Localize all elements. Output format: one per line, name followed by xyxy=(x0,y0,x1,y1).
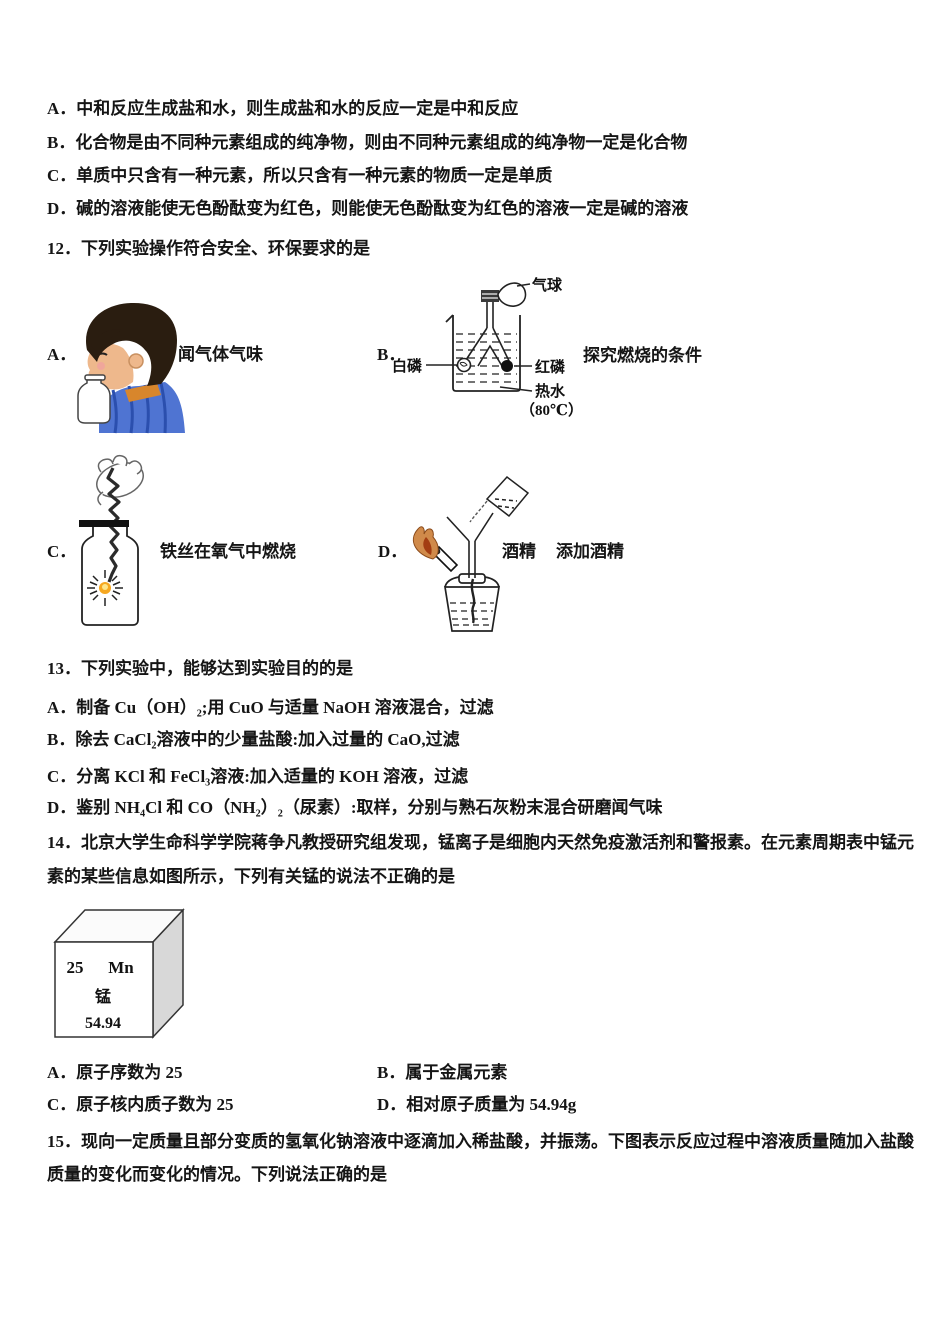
add-alcohol-label: 添加酒精 xyxy=(556,542,624,561)
q13-option-d: D．鉴别 NH₄Cl 和 CO（NH₂）₂（尿素）:取样，分别与熟石灰粉末混合研… xyxy=(47,798,663,817)
flask xyxy=(463,302,511,367)
spark-inner xyxy=(102,584,108,590)
combustion-apparatus-illustration: 气球 白磷 红磷 热水 （80℃） xyxy=(392,276,583,419)
element-name: 锰 xyxy=(95,987,111,1006)
q14-stem-line2: 素的某些信息如图所示，下列有关锰的说法不正确的是 xyxy=(47,867,455,886)
hot-water-leader xyxy=(499,386,533,392)
alcohol-label: 酒精 xyxy=(502,542,536,561)
gas-bottle xyxy=(77,374,111,424)
q14-stem-line1: 14．北京大学生命科学学院蒋争凡教授研究组发现，锰离子是细胞内天然免疫激活剂和警… xyxy=(47,833,914,852)
iron-wire-burning-illustration xyxy=(79,454,144,626)
atomic-number: 25 xyxy=(67,958,84,977)
q12-option-a-caption: 闻气体气味 xyxy=(178,345,263,364)
collection-bottle xyxy=(81,527,139,626)
q12-option-b-label: B． xyxy=(377,345,406,364)
balloon-label: 气球 xyxy=(531,276,563,294)
q15-stem-line1: 15．现向一定质量且部分变质的氢氧化钠溶液中逐滴加入稀盐酸，并振荡。下图表示反应… xyxy=(47,1132,914,1151)
q14-option-d: D．相对原子质量为 54.94g xyxy=(377,1095,577,1114)
q12-option-c-caption: 铁丝在氧气中燃烧 xyxy=(160,542,296,561)
wick xyxy=(470,578,476,624)
smelling-gas-illustration xyxy=(77,302,185,434)
red-phosphorus-dot xyxy=(501,360,513,372)
pouring-beaker xyxy=(485,475,530,518)
q12-option-c-label: C． xyxy=(47,542,77,561)
hand xyxy=(96,454,144,506)
q11-option-b: B．化合物是由不同种元素组成的纯净物，则由不同种元素组成的纯净物一定是化合物 xyxy=(47,133,688,152)
stopper xyxy=(481,290,499,302)
beaker xyxy=(445,314,521,392)
white-phosphorus-label: 白磷 xyxy=(392,357,423,375)
mn-element-cube: 25 Mn 锰 54.94 xyxy=(53,908,185,1039)
q13-option-a: A．制备 Cu（OH）₂;用 CuO 与适量 NaOH 溶液混合，过滤 xyxy=(47,698,494,717)
lamp xyxy=(444,573,500,632)
q13-option-b: B．除去 CaCl₂溶液中的少量盐酸:加入过量的 CaO,过滤 xyxy=(47,730,460,749)
q12-option-b-caption: 探究燃烧的条件 xyxy=(583,346,702,365)
alcohol-lamp-illustration xyxy=(412,475,530,632)
boy-figure xyxy=(86,302,185,434)
atomic-mass: 54.94 xyxy=(85,1015,121,1032)
q12-option-a-label: A． xyxy=(47,345,77,364)
q12-stem: 12．下列实验操作符合安全、环保要求的是 xyxy=(47,239,370,258)
q11-option-a: A．中和反应生成盐和水，则生成盐和水的反应一定是中和反应 xyxy=(47,99,519,118)
q12-option-d-caption: 酒精 添加酒精 xyxy=(502,541,624,563)
q11-option-c: C．单质中只含有一种元素，所以只含有一种元素的物质一定是单质 xyxy=(47,166,553,185)
flame-icon xyxy=(412,526,439,560)
element-symbol: Mn xyxy=(108,958,134,977)
pour-stream xyxy=(469,500,488,523)
q14-option-c: C．原子核内质子数为 25 xyxy=(47,1095,234,1114)
bottle-lid xyxy=(79,520,129,527)
q13-option-c: C．分离 KCl 和 FeCl₃溶液:加入适量的 KOH 溶液，过滤 xyxy=(47,767,469,786)
q12-option-d-label: D． xyxy=(378,542,408,561)
spark-burst xyxy=(87,570,123,606)
hot-water-label: 热水 xyxy=(535,382,566,400)
funnel xyxy=(446,512,494,578)
balloon-icon xyxy=(497,282,527,307)
temperature-label: （80℃） xyxy=(520,401,583,419)
q14-option-b: B．属于金属元素 xyxy=(377,1063,508,1082)
balloon-leader-line xyxy=(516,283,531,287)
q15-stem-line2: 质量的变化而变化的情况。下列说法正确的是 xyxy=(47,1165,387,1184)
q13-stem: 13．下列实验中，能够达到实验目的的是 xyxy=(47,659,353,678)
q14-option-a: A．原子序数为 25 xyxy=(47,1063,183,1082)
white-phosphorus-dot xyxy=(456,357,472,373)
q11-option-d: D．碱的溶液能使无色酚酞变为红色，则能使无色酚酞变为红色的溶液一定是碱的溶液 xyxy=(47,199,689,218)
red-phosphorus-label: 红磷 xyxy=(535,358,566,376)
cube-front-face xyxy=(54,941,154,1038)
white-phosphorus-scribble xyxy=(459,361,468,367)
